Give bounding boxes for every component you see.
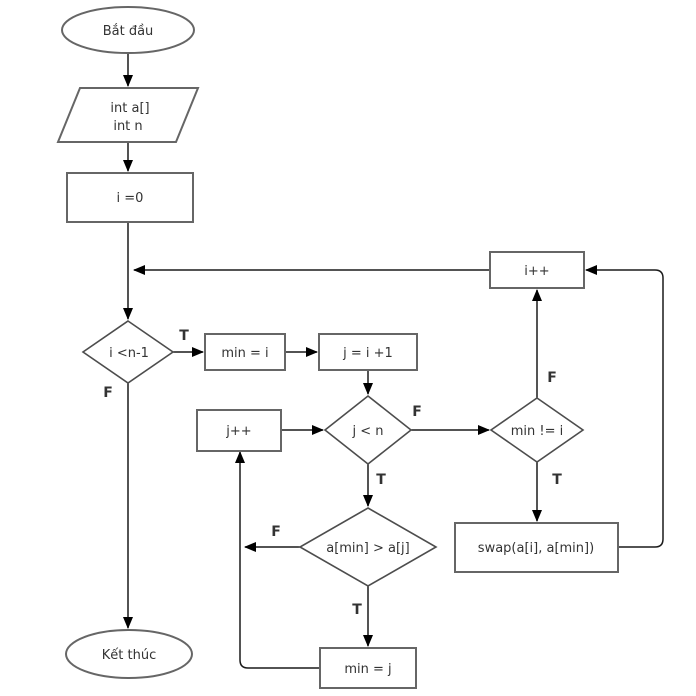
swap-process-shape — [454, 522, 619, 573]
branch-label-cond-amin-true: T — [352, 602, 362, 618]
init-j-process-shape — [318, 333, 418, 371]
end-label: Kết thúc — [102, 648, 156, 663]
node-end: Kết thúc — [65, 629, 193, 679]
node-cond-j: j < n — [323, 394, 413, 466]
min-j-process-shape — [319, 647, 417, 689]
cond-i-label: i <n-1 — [109, 346, 149, 361]
edges — [123, 53, 664, 669]
node-swap: swap(a[i], a[min]) — [454, 522, 619, 573]
input-label-line2: int n — [113, 119, 142, 134]
cond-j-decision-shape — [323, 394, 413, 466]
branch-label-cond-j-false: F — [412, 404, 422, 420]
end-terminator-shape — [65, 629, 193, 679]
branch-label-cond-i-true: T — [179, 328, 189, 344]
edge-min-j-to-inc-j — [235, 451, 320, 669]
init-i-process-shape — [66, 172, 194, 223]
branch-label-cond-i-false: F — [103, 385, 113, 401]
node-cond-i: i <n-1 — [81, 320, 175, 384]
inc-i-process-shape — [489, 251, 585, 289]
min-i-label: min = i — [221, 346, 268, 361]
node-inc-i: i++ — [489, 251, 585, 289]
start-terminator-shape — [61, 6, 195, 54]
start-label: Bắt đầu — [103, 24, 154, 39]
node-inc-j: j++ — [196, 409, 282, 452]
branch-label-cond-min-false: F — [547, 370, 557, 386]
inc-i-label: i++ — [524, 264, 549, 279]
branch-label-cond-j-true: T — [376, 472, 386, 488]
min-j-label: min = j — [344, 662, 391, 677]
branch-labels: T F F T F T F T — [103, 328, 562, 618]
cond-i-decision-shape — [81, 320, 175, 384]
cond-amin-decision-shape — [298, 507, 438, 587]
node-init-j: j = i +1 — [318, 333, 418, 371]
node-init-i: i =0 — [66, 172, 194, 223]
init-i-label: i =0 — [117, 191, 144, 206]
node-input: int a[] int n — [56, 87, 200, 143]
inc-j-process-shape — [196, 409, 282, 452]
inc-j-label: j++ — [225, 424, 251, 439]
node-cond-min: min != i — [489, 397, 585, 463]
init-j-label: j = i +1 — [342, 346, 393, 361]
input-label-line1: int a[] — [110, 101, 149, 116]
edge-swap-to-inc-i — [585, 265, 664, 548]
node-min-i: min = i — [204, 333, 286, 371]
cond-j-label: j < n — [351, 424, 383, 439]
input-parallelogram-shape — [56, 87, 200, 143]
cond-min-label: min != i — [511, 424, 564, 439]
min-i-process-shape — [204, 333, 286, 371]
branch-label-cond-amin-false: F — [271, 524, 281, 540]
node-start: Bắt đầu — [61, 6, 195, 54]
node-cond-amin: a[min] > a[j] — [298, 507, 438, 587]
branch-label-cond-min-true: T — [552, 472, 562, 488]
cond-amin-label: a[min] > a[j] — [326, 541, 410, 556]
cond-min-decision-shape — [489, 397, 585, 463]
node-min-j: min = j — [319, 647, 417, 689]
swap-label: swap(a[i], a[min]) — [478, 541, 594, 556]
